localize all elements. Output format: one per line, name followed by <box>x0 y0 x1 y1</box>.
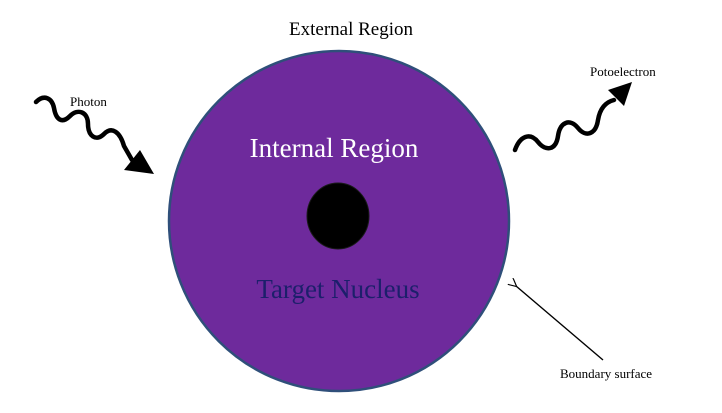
photoelectron-wavy-arrow-icon <box>512 82 632 153</box>
boundary-surface-label: Boundary surface <box>560 366 652 381</box>
target-nucleus-label: Target Nucleus <box>256 274 419 304</box>
boundary-pointer-arrow-icon <box>516 286 604 361</box>
photoelectron-label: Potoelectron <box>590 64 656 79</box>
photon-wavy-arrow-icon <box>33 95 154 174</box>
internal-region-label: Internal Region <box>250 133 419 163</box>
external-region-label: External Region <box>289 19 413 40</box>
target-nucleus <box>306 182 370 250</box>
photon-label: Photon <box>70 94 107 109</box>
